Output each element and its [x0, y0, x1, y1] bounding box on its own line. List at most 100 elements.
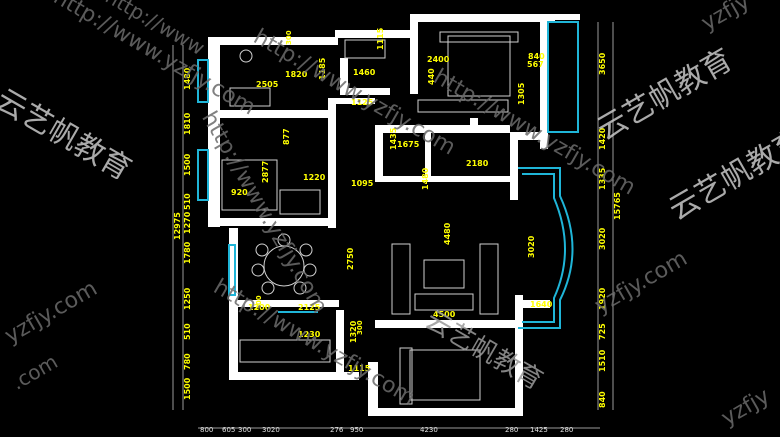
dimension-label: 920	[231, 188, 248, 197]
dimension-label: 1480	[421, 167, 430, 190]
dimension-label: 725	[598, 323, 607, 340]
dimension-label: 510	[183, 193, 192, 210]
dimension-label-small: 300	[356, 320, 364, 335]
chair-1	[255, 243, 269, 257]
wall-inner-1	[208, 110, 328, 118]
dimension-label: 1305	[517, 82, 526, 105]
bed-left	[221, 159, 278, 211]
bottom-dimension-label: 4230	[420, 426, 438, 434]
dimension-label: 1220	[303, 173, 326, 182]
dimension-label: 1500	[183, 153, 192, 176]
wall-bottom-left	[229, 372, 359, 380]
dimension-label: 510	[183, 323, 192, 340]
bottom-dimension-label: 276	[330, 426, 344, 434]
dimension-label: 1810	[183, 112, 192, 135]
window-left-top	[197, 59, 209, 103]
wall-inner-6	[375, 125, 383, 180]
wall-inner-15	[425, 130, 431, 176]
wall-inner-3	[328, 98, 336, 228]
chair-3	[299, 243, 313, 257]
toilet-top	[239, 49, 253, 63]
dimension-label: 2180	[466, 159, 489, 168]
bottom-dimension-label: 950	[350, 426, 364, 434]
dimension-label: 4500	[433, 310, 456, 319]
wall-inner-7	[375, 176, 515, 182]
wall-inner-9	[340, 58, 348, 94]
sofa-left	[391, 243, 411, 315]
bottom-dimension-label: 1425	[530, 426, 548, 434]
dimension-label: 840	[528, 52, 545, 61]
wall-inner-12	[336, 310, 344, 372]
bottom-dimension-label: 280	[505, 426, 519, 434]
dimension-label: 1200	[248, 303, 271, 312]
dimension-label: 1125	[351, 98, 374, 107]
wall-inner-16	[520, 300, 550, 308]
window-right-top	[547, 21, 579, 133]
wall-inner-10	[340, 88, 390, 95]
counter-bath	[239, 339, 331, 363]
dimension-label: 2125	[298, 303, 321, 312]
wall-bottom-right	[375, 408, 523, 416]
dimension-label: 1095	[351, 179, 374, 188]
dimension-label: 1115	[376, 27, 385, 50]
window-bay	[518, 167, 574, 329]
wall-inner-14	[470, 118, 478, 132]
bottom-dimension-label: 800	[200, 426, 214, 434]
dimension-label: 1510	[598, 349, 607, 372]
dimension-lines	[172, 22, 614, 429]
furniture	[221, 31, 519, 405]
wall-right-mid	[510, 132, 546, 140]
wall-inner-11	[229, 300, 339, 307]
dimension-label: 2505	[256, 80, 279, 89]
sofa-right	[479, 243, 499, 315]
window-left-mid	[197, 149, 209, 201]
wall-right-bottom	[515, 295, 523, 415]
wall-bottom-notch	[368, 362, 378, 416]
bathtub	[344, 39, 386, 59]
bottom-dimension-label: 605	[222, 426, 236, 434]
wall-top-right	[410, 14, 555, 22]
wall-top-mid	[335, 30, 415, 38]
windows	[197, 21, 579, 329]
wall-left-upper	[208, 37, 220, 227]
dimension-label: 2750	[346, 247, 355, 270]
dimension-label: 2877	[261, 160, 270, 183]
dimension-label: 3650	[598, 52, 607, 75]
dimension-label: 2400	[427, 55, 450, 64]
dimension-label: 3020	[527, 235, 536, 258]
chair-7	[251, 263, 265, 277]
walls	[208, 14, 580, 416]
bed-master	[447, 35, 511, 97]
chair-6	[261, 281, 275, 295]
wardrobe	[417, 99, 509, 113]
dimension-label: 1115	[348, 364, 371, 373]
sofa-bottom	[414, 293, 474, 311]
dimension-label: 1270	[183, 211, 192, 234]
bed-bottom-head	[399, 347, 413, 405]
chair-4	[303, 263, 317, 277]
wall-top-left	[208, 37, 338, 45]
dimension-label: 4480	[443, 222, 452, 245]
chair-2	[277, 233, 291, 247]
dimension-label: 1780	[183, 241, 192, 264]
wall-inner-13	[375, 320, 515, 328]
wall-inner-5	[375, 125, 510, 133]
wall-top-right2	[540, 14, 580, 20]
dimension-label: 1460	[353, 68, 376, 77]
desk-top-left	[229, 87, 271, 107]
dimension-label: 1500	[183, 377, 192, 400]
window-left-dining	[228, 244, 236, 296]
wall-right-lower	[510, 140, 518, 200]
dimension-label: 1640	[530, 300, 553, 309]
bottom-dimension-label: 280	[560, 426, 574, 434]
window-bay-inner	[522, 173, 566, 323]
dimension-label: 877	[282, 128, 291, 145]
wall-inner-8	[410, 14, 418, 94]
dimension-label: 12975	[173, 212, 182, 240]
chair-5	[293, 281, 307, 295]
wall-inner-2	[208, 218, 328, 226]
desk-left	[279, 189, 321, 215]
dimension-label: 567	[527, 60, 544, 69]
